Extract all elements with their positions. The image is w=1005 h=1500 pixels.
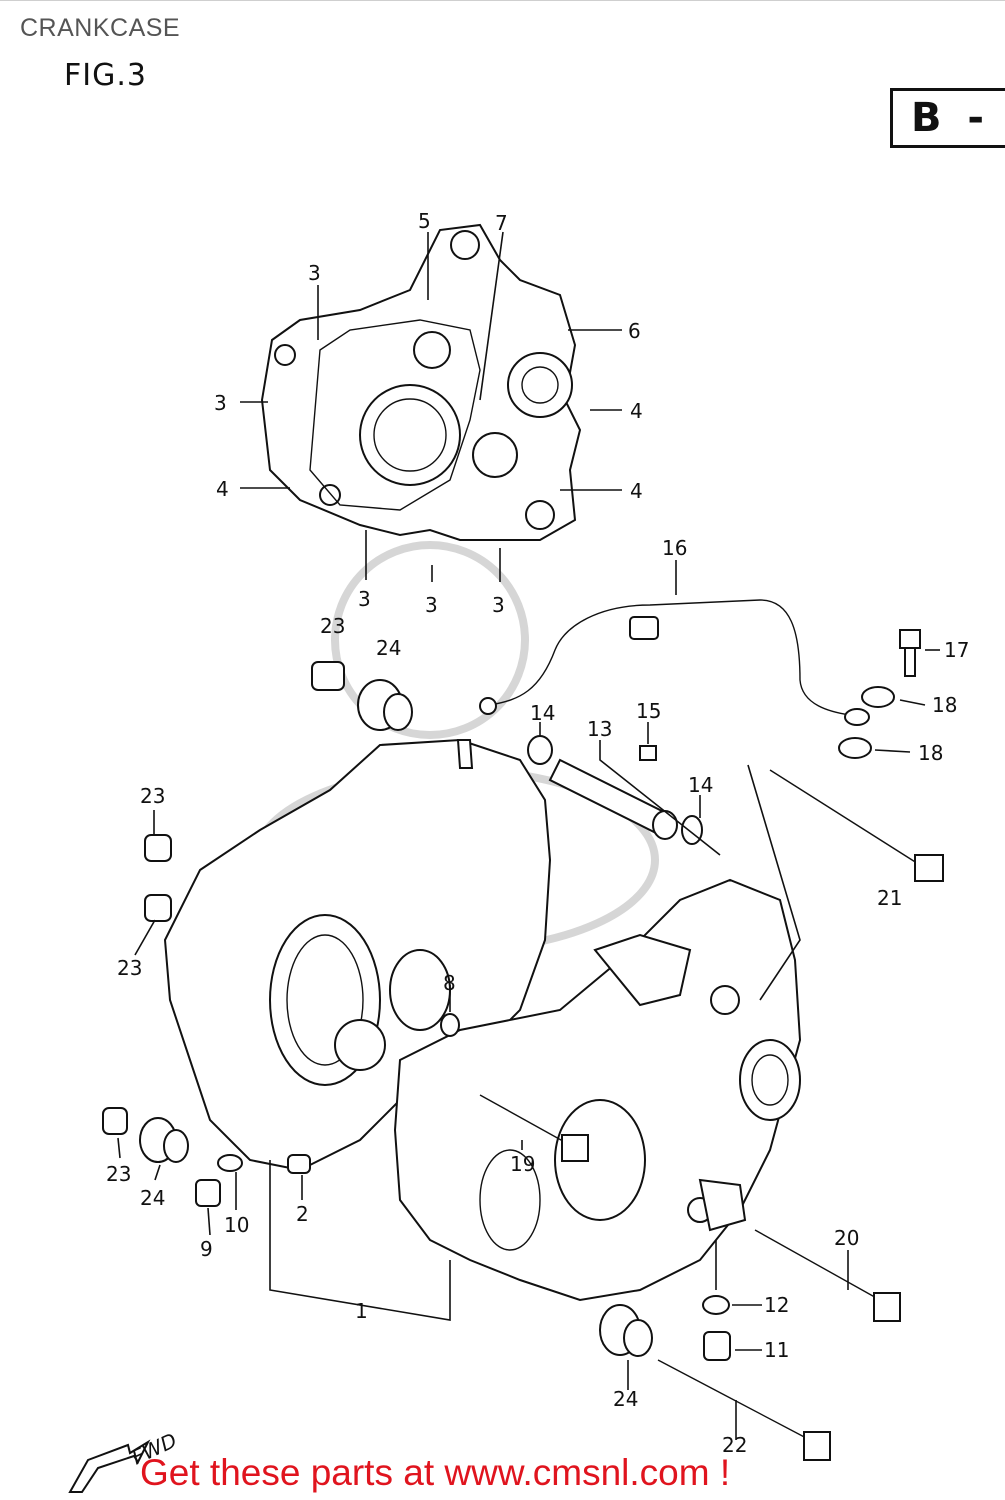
callout-16: 16 (662, 536, 687, 560)
callout-2: 2 (296, 1202, 309, 1226)
callout-5: 5 (418, 209, 431, 233)
callout-4: 4 (630, 399, 643, 423)
callout-17: 17 (944, 638, 969, 662)
oil-pipe (479, 599, 870, 726)
callout-23: 23 (106, 1162, 131, 1186)
callout-9: 9 (200, 1237, 213, 1261)
callout-11: 11 (764, 1338, 789, 1362)
shop-banner[interactable]: Get these parts at www.cmsnl.com ! (140, 1452, 731, 1493)
callout-14: 14 (688, 773, 713, 797)
callout-18: 18 (932, 693, 957, 717)
callout-13: 13 (587, 717, 612, 741)
callout-23: 23 (117, 956, 142, 980)
callout-21: 21 (877, 886, 902, 910)
reference-box: B - (890, 88, 1005, 148)
figure-label: FIG.3 (64, 58, 147, 93)
top-divider (0, 0, 1005, 1)
callout-3: 3 (425, 593, 438, 617)
callout-10: 10 (224, 1213, 249, 1237)
crankcase-lower-assembly (163, 738, 802, 1302)
small-parts (102, 629, 944, 1461)
callout-24: 24 (376, 636, 401, 660)
crankcase-upper-half (260, 223, 582, 541)
leader-lines (117, 231, 940, 1440)
forward-direction-arrow: FWD (68, 1428, 180, 1493)
callout-6: 6 (628, 319, 641, 343)
callout-22: 22 (722, 1433, 747, 1457)
reference-box-label: B - (911, 95, 991, 141)
callout-23: 23 (140, 784, 165, 808)
callout-23: 23 (320, 614, 345, 638)
callout-12: 12 (764, 1293, 789, 1317)
callout-4: 4 (216, 477, 229, 501)
page-title: CRANKCASE (20, 14, 181, 42)
callout-4: 4 (630, 479, 643, 503)
callout-8: 8 (443, 971, 456, 995)
callout-3: 3 (358, 587, 371, 611)
callout-19: 19 (510, 1152, 535, 1176)
callout-labels: 5 7 3 6 3 4 4 4 3 3 3 16 23 24 17 18 18 … (106, 209, 969, 1457)
callout-3: 3 (214, 391, 227, 415)
callout-14: 14 (530, 701, 555, 725)
callout-24: 24 (140, 1186, 165, 1210)
callout-3: 3 (308, 261, 321, 285)
callout-18: 18 (918, 741, 943, 765)
callout-20: 20 (834, 1226, 859, 1250)
callout-3: 3 (492, 593, 505, 617)
callout-24: 24 (613, 1387, 638, 1411)
callout-15: 15 (636, 699, 661, 723)
callout-1: 1 (355, 1299, 368, 1323)
callout-7: 7 (495, 211, 508, 235)
